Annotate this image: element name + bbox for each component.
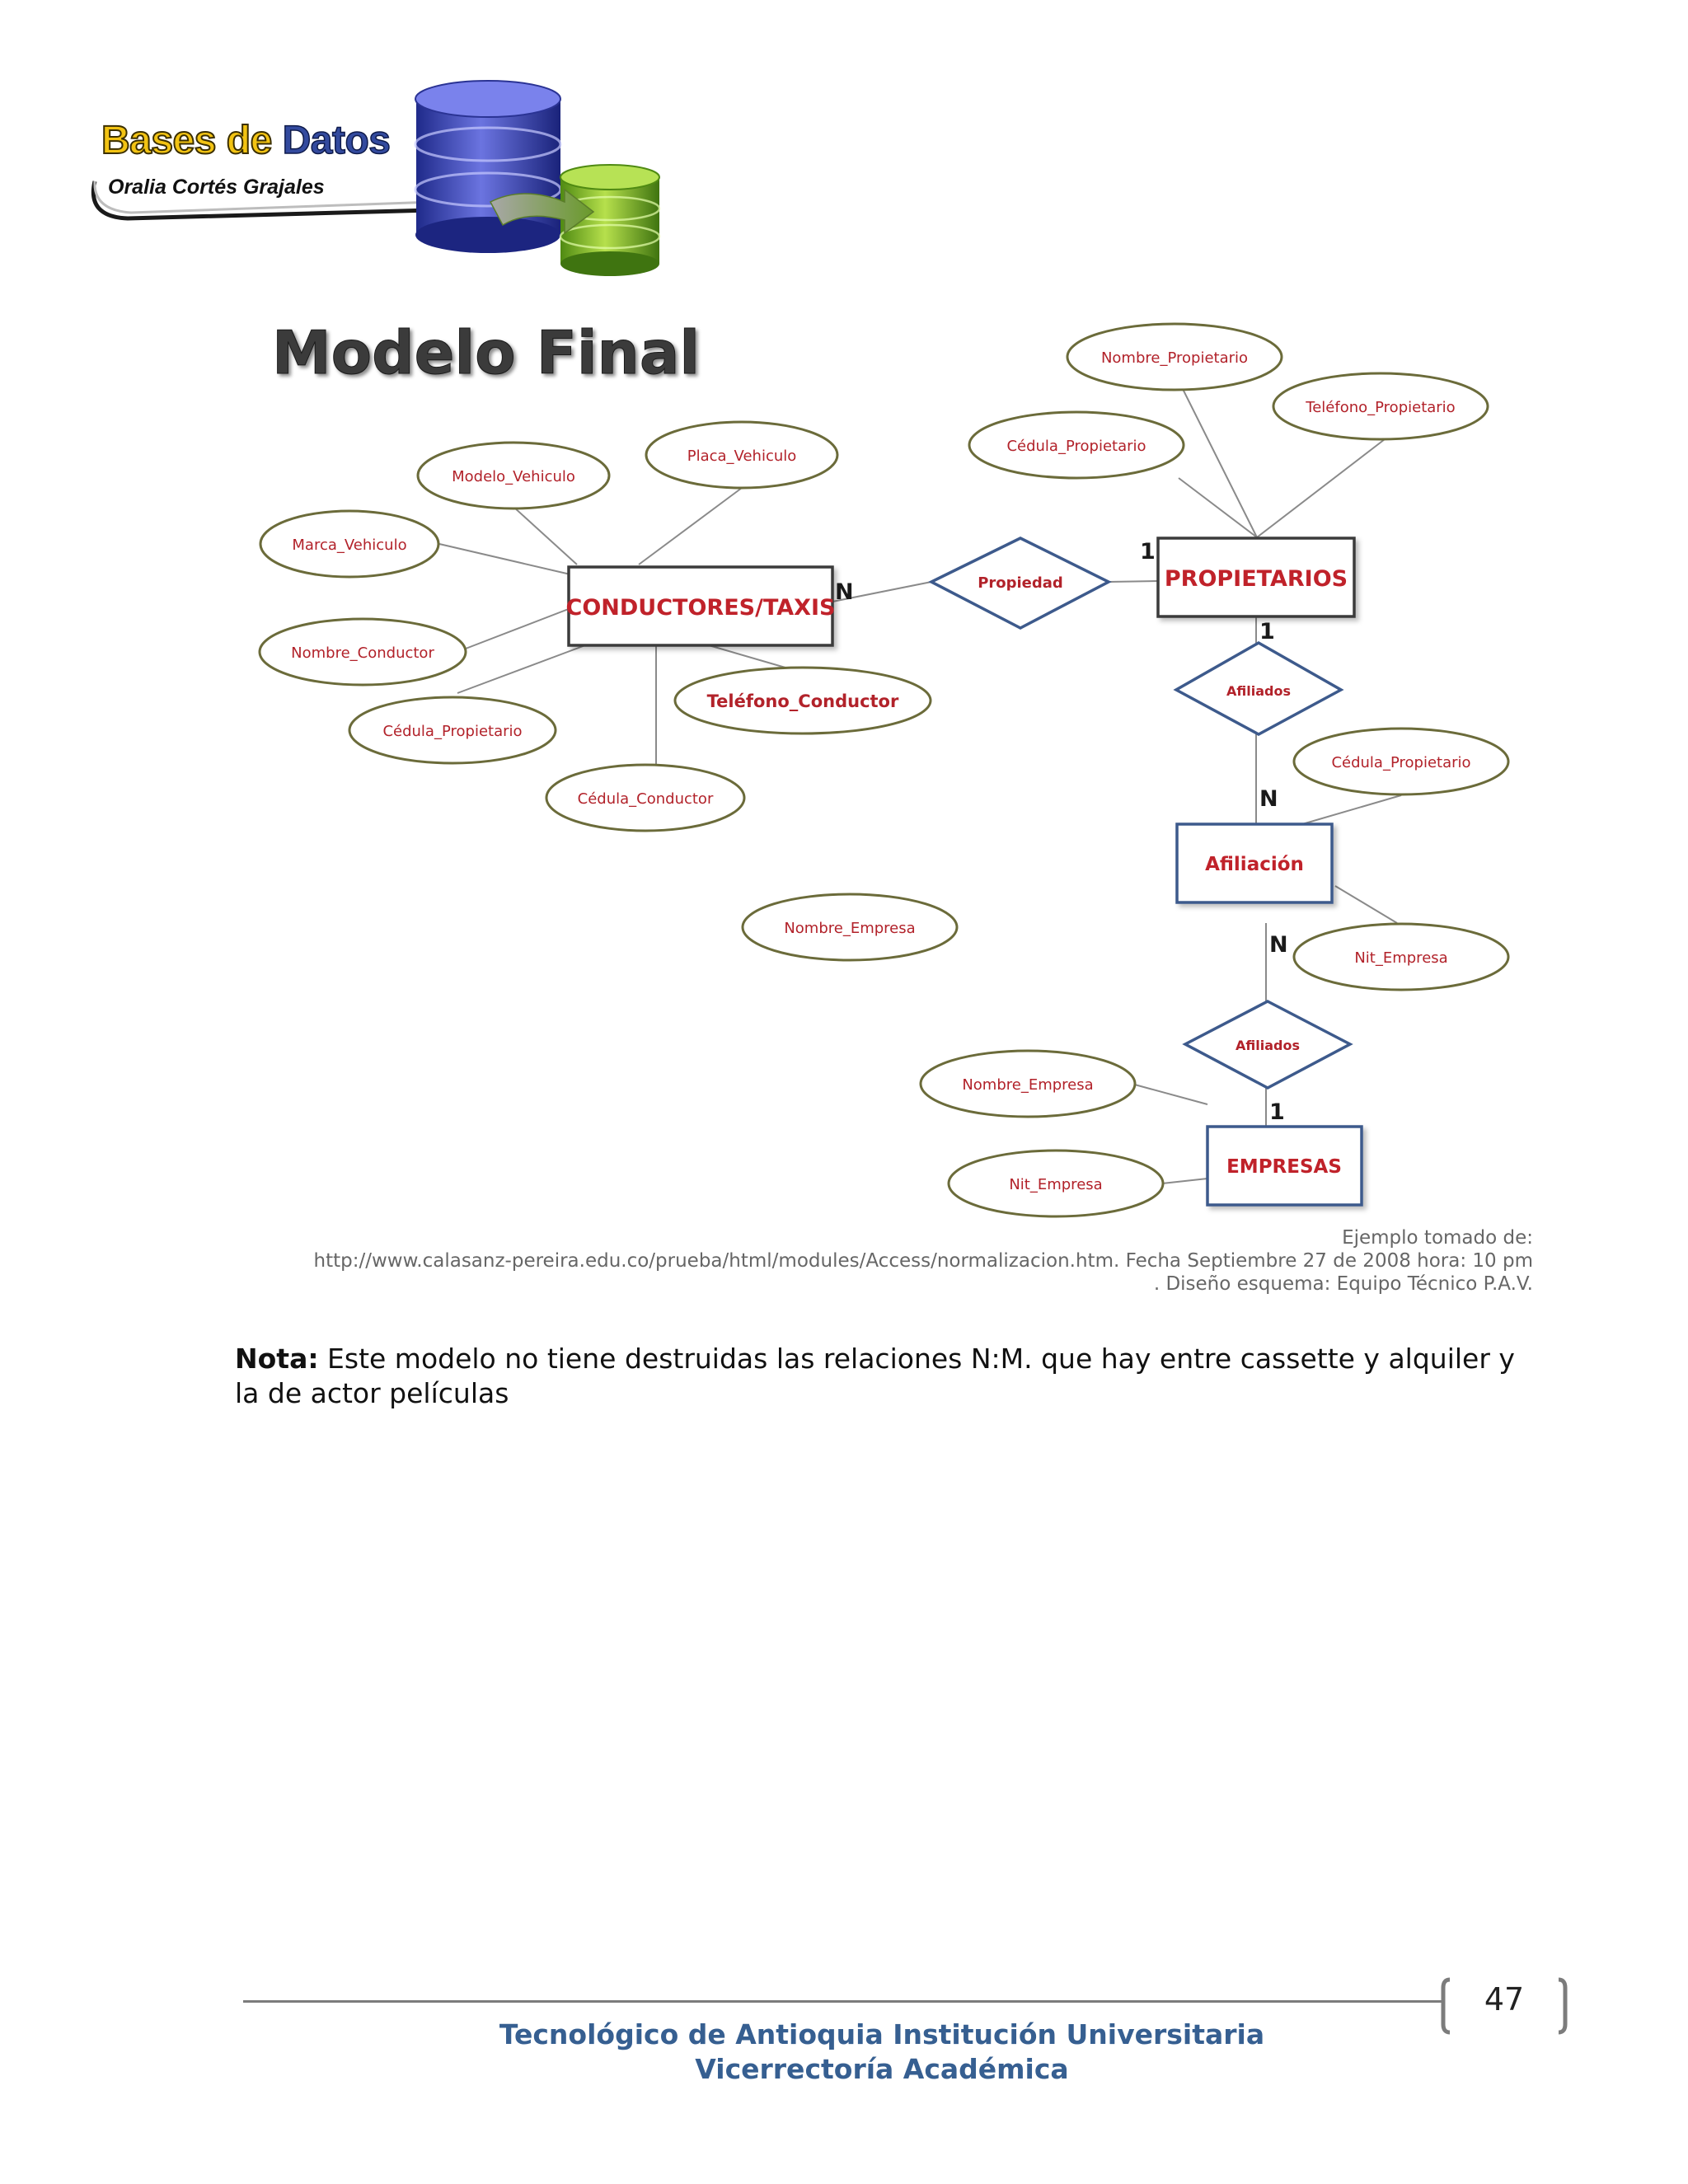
attr-nombre-empresa: Nombre_Empresa	[919, 1049, 1137, 1118]
attr-telefono-propietario-label: Teléfono_Propietario	[1305, 399, 1455, 416]
attr-nit-empresa: Nit_Empresa	[947, 1149, 1165, 1218]
diagram-title: Modelo Final	[272, 318, 700, 387]
attr-nombre-empresa-floating-label: Nombre_Empresa	[784, 920, 915, 937]
attr-cedula-propietario-conductor: Cédula_Propietario	[348, 696, 557, 765]
attr-telefono-conductor-label: Teléfono_Conductor	[707, 691, 899, 711]
note-text: Este modelo no tiene destruidas las rela…	[235, 1343, 1515, 1409]
entity-conductores-taxis-label: CONDUCTORES/TAXIS	[566, 595, 836, 621]
logo-title-part1: Bases de	[101, 118, 273, 163]
figure-caption: Ejemplo tomado de: http://www.calasanz-p…	[247, 1226, 1534, 1296]
attr-cedula-propietario-afiliacion-label: Cédula_Propietario	[1331, 754, 1470, 771]
entity-afiliacion: Afiliación	[1175, 823, 1334, 904]
card-afiliacion-afiliados-top: N	[1259, 786, 1278, 812]
rel-afiliados-2: Afiliados	[1182, 1000, 1353, 1090]
card-conductores-propiedad: N	[835, 579, 854, 605]
page-number-box: 47	[1438, 1976, 1570, 2035]
page-number: 47	[1484, 1981, 1525, 2018]
caption-line-2: http://www.calasanz-pereira.edu.co/prueb…	[313, 1250, 1534, 1272]
note-label: Nota:	[235, 1343, 319, 1375]
attr-placa-vehiculo: Placa_Vehiculo	[645, 420, 839, 490]
attr-cedula-conductor: Cédula_Conductor	[545, 763, 746, 832]
logo-author: Oralia Cortés Grajales	[108, 176, 325, 199]
caption-line-1: Ejemplo tomado de:	[1342, 1227, 1533, 1249]
card-propietarios-propiedad: 1	[1140, 539, 1156, 565]
rel-afiliados-2-label: Afiliados	[1236, 1038, 1300, 1053]
entity-propietarios: PROPIETARIOS	[1156, 537, 1356, 618]
entity-empresas-label: EMPRESAS	[1226, 1156, 1342, 1178]
logo-title-part2: Datos	[282, 118, 392, 163]
entity-conductores-taxis: CONDUCTORES/TAXIS	[566, 565, 836, 647]
entity-afiliacion-label: Afiliación	[1205, 854, 1304, 875]
attributes: Modelo_Vehiculo Placa_Vehiculo Marca_Veh…	[258, 322, 1510, 1218]
attr-modelo-vehiculo: Modelo_Vehiculo	[416, 441, 611, 510]
header-logo: Bases de Datos Oralia Cortés Grajales	[78, 78, 672, 284]
rel-propiedad: Propiedad	[928, 537, 1112, 630]
attr-cedula-conductor-label: Cédula_Conductor	[578, 790, 714, 808]
entities: CONDUCTORES/TAXIS PROPIETARIOS Afiliació…	[566, 537, 1363, 1207]
er-diagram-canvas: Modelo Final	[258, 318, 1510, 1218]
relationships: Propiedad Afiliados Afiliados	[928, 537, 1353, 1090]
attr-nombre-propietario-label: Nombre_Propietario	[1101, 349, 1248, 367]
attr-telefono-propietario: Teléfono_Propietario	[1272, 372, 1489, 441]
footer-department: Vicerrectoría Académica	[695, 2053, 1069, 2085]
note-paragraph: Nota: Este modelo no tiene destruidas la…	[235, 1342, 1537, 1411]
attr-marca-vehiculo-label: Marca_Vehiculo	[292, 537, 406, 554]
entity-propietarios-label: PROPIETARIOS	[1165, 566, 1348, 592]
attr-cedula-propietario-propietario: Cédula_Propietario	[968, 410, 1185, 480]
cardinalities: N 1 1 N N 1	[835, 539, 1288, 1125]
entity-empresas: EMPRESAS	[1206, 1125, 1363, 1207]
attr-cedula-propietario-propietario-label: Cédula_Propietario	[1006, 438, 1146, 455]
attr-nombre-empresa-label: Nombre_Empresa	[962, 1076, 1093, 1094]
footer-institution: Tecnológico de Antioquia Institución Uni…	[0, 2018, 1688, 2087]
attr-telefono-conductor: Teléfono_Conductor	[673, 666, 932, 735]
er-diagram: Modelo Final	[247, 293, 1550, 1224]
attr-modelo-vehiculo-label: Modelo_Vehiculo	[452, 468, 575, 485]
logo-title: Bases de Datos	[101, 118, 392, 163]
card-propietarios-afiliados: 1	[1259, 619, 1275, 644]
attr-placa-vehiculo-label: Placa_Vehiculo	[687, 448, 797, 465]
attr-cedula-propietario-afiliacion: Cédula_Propietario	[1292, 727, 1510, 796]
database-cylinders-icon	[91, 80, 661, 276]
footer-divider	[243, 2000, 1442, 2003]
attr-nit-empresa-afiliacion: Nit_Empresa	[1292, 922, 1510, 991]
attr-cedula-propietario-conductor-label: Cédula_Propietario	[382, 723, 522, 740]
attr-nit-empresa-afiliacion-label: Nit_Empresa	[1354, 949, 1447, 967]
rel-propiedad-label: Propiedad	[978, 574, 1063, 592]
card-afiliacion-afiliados-bottom: N	[1269, 932, 1288, 958]
attr-nit-empresa-label: Nit_Empresa	[1009, 1176, 1102, 1193]
connector-lines	[438, 380, 1402, 1184]
attr-nombre-propietario: Nombre_Propietario	[1066, 322, 1283, 391]
caption-line-3: . Diseño esquema: Equipo Técnico P.A.V.	[1153, 1273, 1533, 1295]
page-number-brackets-icon	[1441, 1977, 1568, 2035]
rel-afiliados-1-label: Afiliados	[1226, 683, 1291, 699]
rel-afiliados-1: Afiliados	[1173, 640, 1344, 736]
attr-nombre-conductor-label: Nombre_Conductor	[291, 644, 434, 662]
attr-nombre-empresa-floating: Nombre_Empresa	[741, 893, 959, 962]
footer-institution-name: Tecnológico de Antioquia Institución Uni…	[499, 2018, 1265, 2050]
attr-marca-vehiculo: Marca_Vehiculo	[259, 509, 440, 579]
attr-nombre-conductor: Nombre_Conductor	[258, 617, 467, 687]
card-empresas-afiliados: 1	[1269, 1099, 1285, 1125]
